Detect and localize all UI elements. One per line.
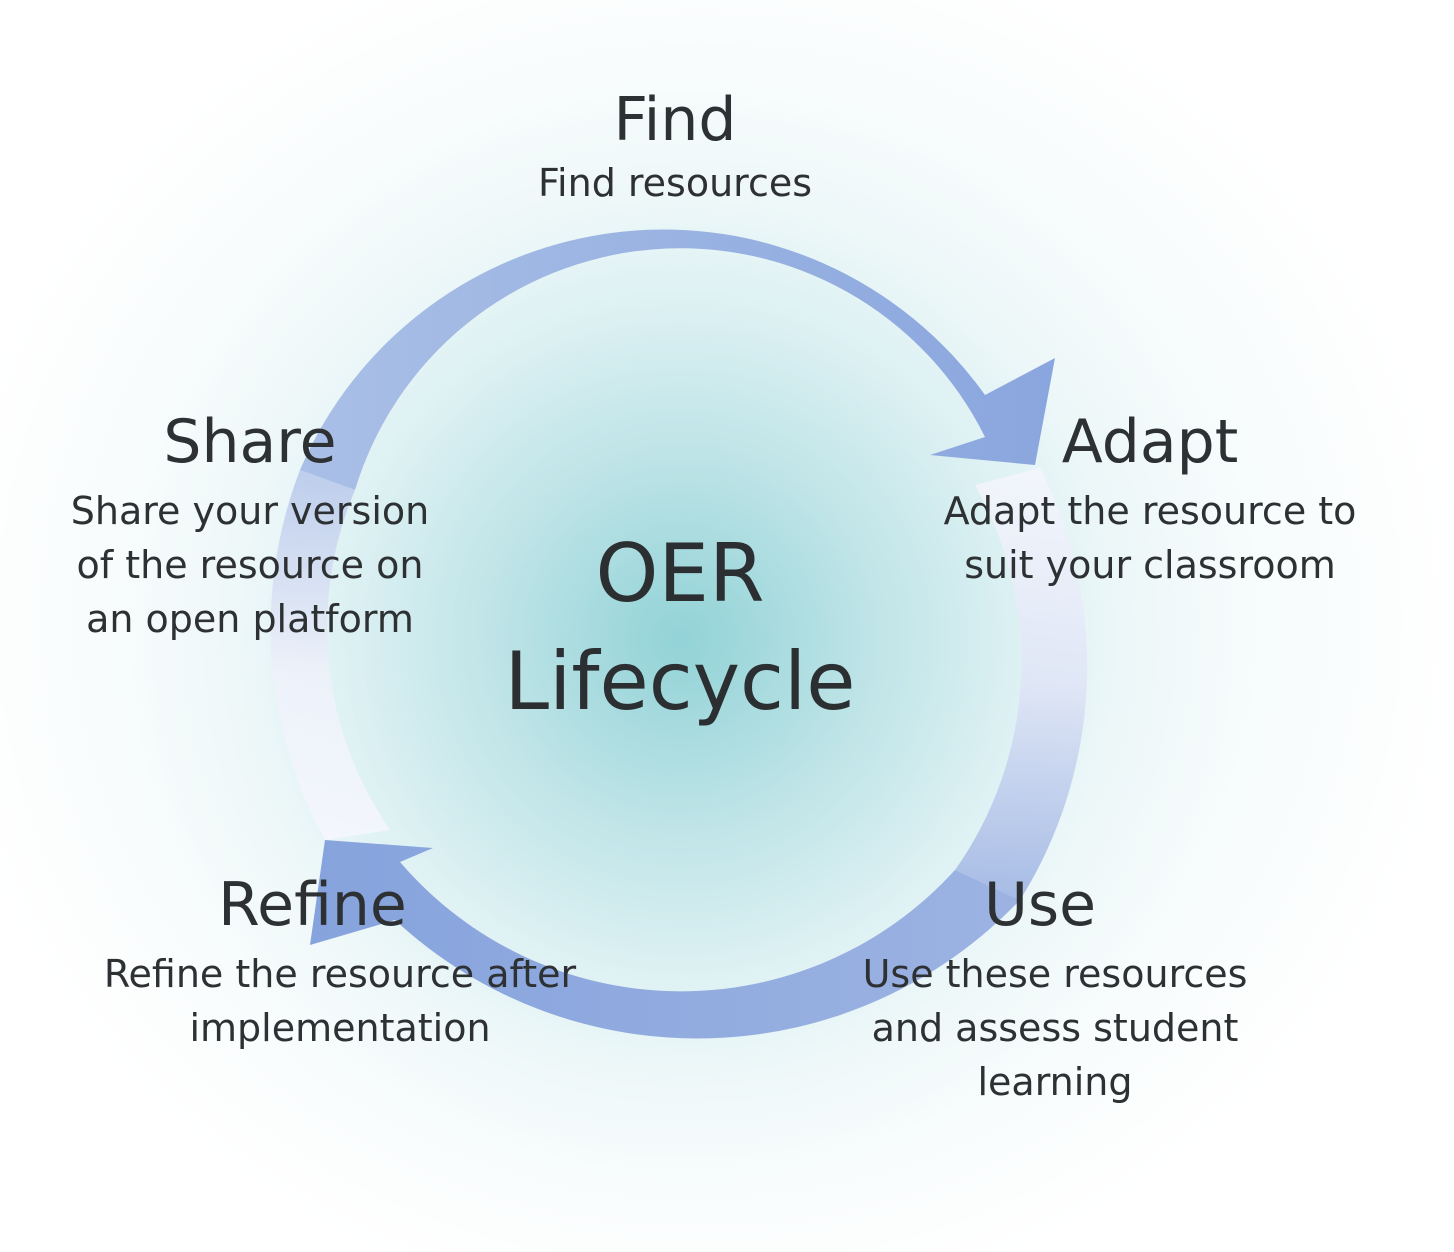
step-adapt-title: Adapt xyxy=(1061,407,1239,477)
arrow-adapt-to-use xyxy=(955,468,1088,900)
step-share: Share Share your version of the resource… xyxy=(35,410,465,646)
step-use: Use Use these resources and assess stude… xyxy=(815,873,1295,1109)
arrow-use-to-refine xyxy=(310,840,1020,1039)
step-use-title: Use xyxy=(983,870,1097,940)
step-find: Find Find resources xyxy=(475,88,875,210)
step-find-description: Find resources xyxy=(537,161,813,205)
step-use-description: Use these resources and assess student l… xyxy=(862,952,1248,1104)
step-refine-title: Refine xyxy=(218,870,407,940)
step-find-title: Find xyxy=(613,85,737,155)
step-refine: Refine Refine the resource after impleme… xyxy=(70,873,610,1055)
step-refine-description: Refine the resource after implementation xyxy=(103,952,577,1050)
step-adapt: Adapt Adapt the resource to suit your cl… xyxy=(900,410,1400,592)
arrow-find-to-adapt xyxy=(300,229,1055,490)
step-share-description: Share your version of the resource on an… xyxy=(70,489,430,641)
arrow-refine-to-share xyxy=(270,470,390,840)
center-title: OER Lifecycle xyxy=(504,527,856,728)
step-share-title: Share xyxy=(163,407,337,477)
step-adapt-description: Adapt the resource to suit your classroo… xyxy=(943,489,1357,587)
